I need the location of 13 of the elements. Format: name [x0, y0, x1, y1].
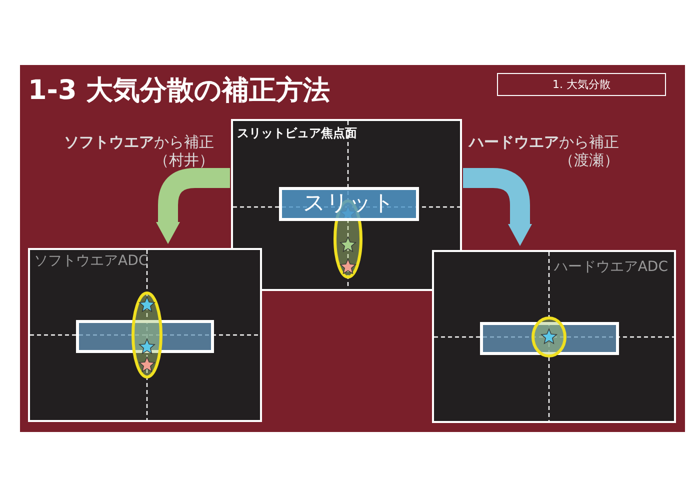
edge-label: ハードウエアから補正（渡瀬）	[467, 133, 619, 169]
viewer-panel	[28, 248, 262, 422]
edge-label: ソフトウエアから補正（村井）	[63, 133, 214, 169]
slit-bar	[76, 320, 214, 353]
section-tag: 1. 大気分散	[497, 73, 666, 96]
panel-title: スリットビュア焦点面	[237, 125, 357, 142]
panel-title: ハードウエアADC	[554, 258, 668, 276]
viewer-panel	[432, 250, 676, 423]
slit-bar	[480, 322, 619, 355]
slit-bar: スリット	[279, 187, 419, 221]
panel-title: ソフトウエアADC	[34, 252, 148, 270]
viewer-panel	[231, 119, 462, 291]
slide-title: 1-3 大気分散の補正方法	[28, 74, 330, 108]
